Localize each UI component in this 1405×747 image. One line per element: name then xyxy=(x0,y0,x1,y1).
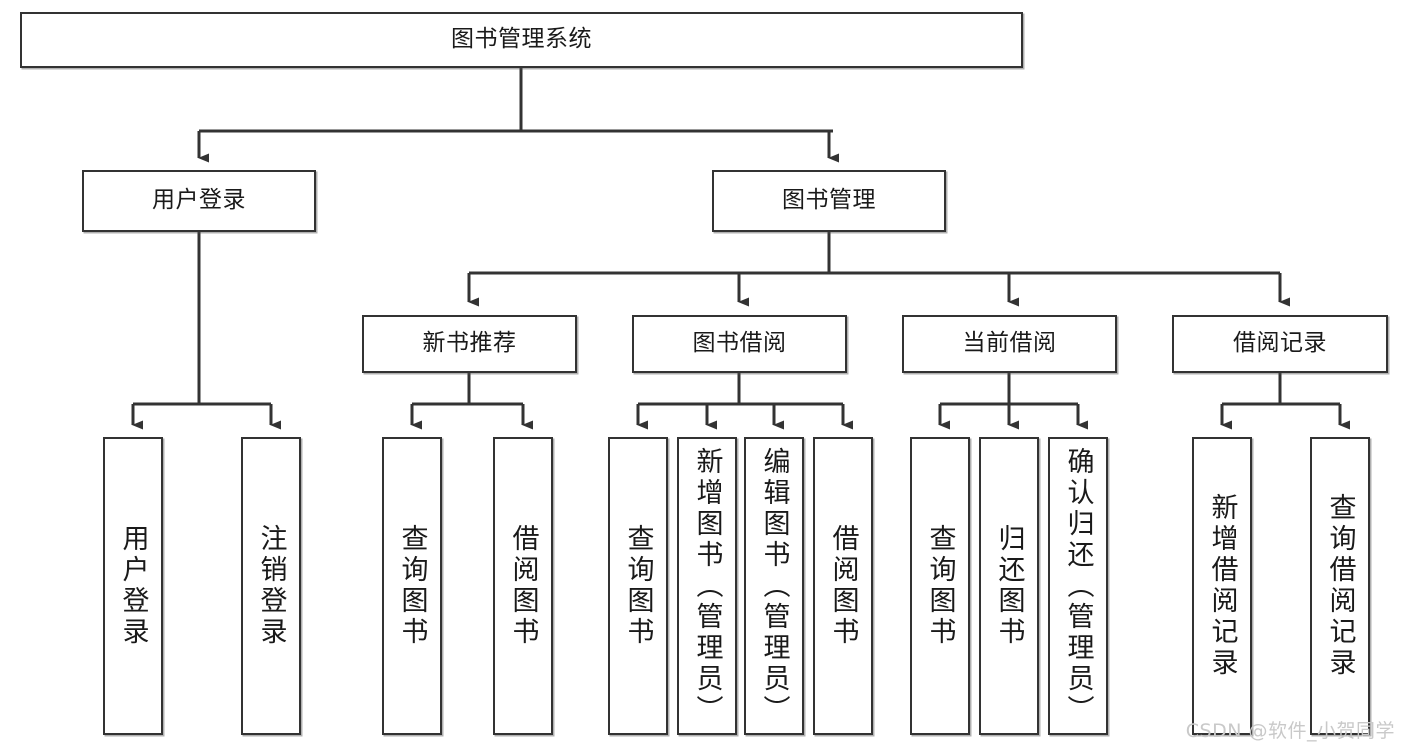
node-label: 注销登录 xyxy=(255,524,287,648)
leaf-borrow-book-recommend[interactable]: 借阅图书 xyxy=(493,437,553,735)
leaf-query-borrow-record[interactable]: 查询借阅记录 xyxy=(1310,437,1370,735)
node-label: 查询图书 xyxy=(622,524,654,648)
node-label: 新书推荐 xyxy=(422,330,517,357)
leaf-user-login[interactable]: 用户登录 xyxy=(103,437,163,735)
node-label: 归还图书 xyxy=(993,524,1025,648)
leaf-user-logout[interactable]: 注销登录 xyxy=(241,437,301,735)
node-label: 编辑图书（管理员） xyxy=(758,446,790,726)
leaf-add-borrow-record[interactable]: 新增借阅记录 xyxy=(1192,437,1252,735)
node-borrow-record[interactable]: 借阅记录 xyxy=(1172,315,1388,373)
node-new-book-recommend[interactable]: 新书推荐 xyxy=(362,315,577,373)
node-label: 新增借阅记录 xyxy=(1206,493,1238,679)
leaf-query-book-current[interactable]: 查询图书 xyxy=(910,437,970,735)
leaf-add-book-admin[interactable]: 新增图书（管理员） xyxy=(677,437,737,735)
node-label: 借阅图书 xyxy=(827,524,859,648)
node-book-borrow[interactable]: 图书借阅 xyxy=(632,315,847,373)
node-label: 图书管理系统 xyxy=(451,26,592,53)
leaf-query-book-recommend[interactable]: 查询图书 xyxy=(382,437,442,735)
leaf-edit-book-admin[interactable]: 编辑图书（管理员） xyxy=(744,437,804,735)
leaf-query-book-borrow[interactable]: 查询图书 xyxy=(608,437,668,735)
node-label: 借阅记录 xyxy=(1233,330,1327,357)
node-book-management[interactable]: 图书管理 xyxy=(712,170,946,232)
node-current-borrow[interactable]: 当前借阅 xyxy=(902,315,1117,373)
node-label: 图书管理 xyxy=(782,187,876,214)
node-label: 用户登录 xyxy=(152,187,246,214)
node-label: 新增图书（管理员） xyxy=(691,446,723,726)
leaf-return-book[interactable]: 归还图书 xyxy=(979,437,1039,735)
node-label: 查询借阅记录 xyxy=(1324,493,1356,679)
node-label: 图书借阅 xyxy=(692,330,787,357)
node-root-system[interactable]: 图书管理系统 xyxy=(20,12,1023,68)
node-label: 确认归还（管理员） xyxy=(1062,446,1094,726)
node-label: 查询图书 xyxy=(396,524,428,648)
node-user-login[interactable]: 用户登录 xyxy=(82,170,316,232)
node-label: 当前借阅 xyxy=(962,330,1057,357)
node-label: 查询图书 xyxy=(924,524,956,648)
node-label: 借阅图书 xyxy=(507,524,539,648)
node-label: 用户登录 xyxy=(117,524,149,648)
leaf-borrow-book[interactable]: 借阅图书 xyxy=(813,437,873,735)
leaf-confirm-return-admin[interactable]: 确认归还（管理员） xyxy=(1048,437,1108,735)
